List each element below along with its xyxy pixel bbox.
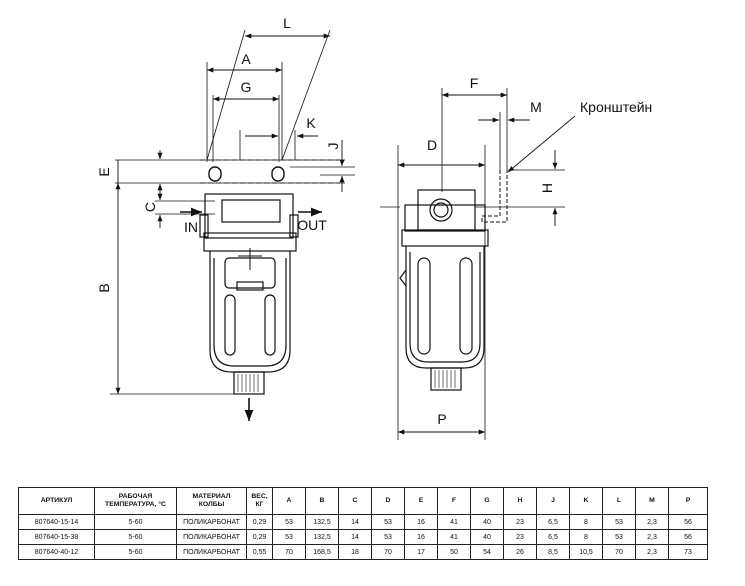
dim-label-a: A [241, 51, 251, 67]
table-cell: 16 [404, 529, 438, 545]
table-cell: 16 [404, 514, 438, 530]
dim-label-l: L [283, 15, 291, 31]
table-cell: 23 [503, 529, 537, 545]
table-cell: ПОЛИКАРБОНАТ [176, 544, 247, 560]
table-cell: 132,5 [305, 514, 339, 530]
table-cell: 5-60 [94, 544, 177, 560]
table-cell: 53 [602, 529, 636, 545]
col-header: МАТЕРИАЛ КОЛБЫ [176, 487, 247, 515]
dim-label-p: P [437, 411, 446, 427]
table-cell: 8,5 [536, 544, 570, 560]
table-cell: 56 [668, 529, 708, 545]
table-cell: 14 [338, 514, 372, 530]
col-header: P [668, 487, 708, 515]
table-cell: 132,5 [305, 529, 339, 545]
col-header: M [635, 487, 669, 515]
col-header: АРТИКУЛ [18, 487, 95, 515]
table-cell: 53 [602, 514, 636, 530]
table-cell: 8 [569, 529, 603, 545]
table-cell: 73 [668, 544, 708, 560]
col-header: E [404, 487, 438, 515]
table-cell: 53 [272, 514, 306, 530]
table-cell: 2,3 [635, 529, 669, 545]
table-cell: 18 [338, 544, 372, 560]
dim-label-f: F [470, 75, 479, 91]
table-cell: 50 [437, 544, 471, 560]
table-cell: 807640-15-38 [18, 529, 95, 545]
table-cell: 70 [272, 544, 306, 560]
table-cell: 56 [668, 514, 708, 530]
dim-label-d: D [427, 137, 437, 153]
table-cell: 40 [470, 529, 504, 545]
front-view [110, 29, 355, 421]
dim-label-j: J [325, 143, 341, 150]
table-cell: ПОЛИКАРБОНАТ [176, 529, 247, 545]
table-cell: ПОЛИКАРБОНАТ [176, 514, 247, 530]
table-cell: 17 [404, 544, 438, 560]
table-cell: 54 [470, 544, 504, 560]
table-cell: 5-60 [94, 529, 177, 545]
table-header-row: АРТИКУЛ РАБОЧАЯ ТЕМПЕРАТУРА, °С МАТЕРИАЛ… [18, 487, 708, 515]
dim-label-c: C [142, 202, 158, 212]
col-header: ВЕС, КГ [246, 487, 273, 515]
col-header: G [470, 487, 504, 515]
dim-label-g: G [241, 79, 252, 95]
table-cell: 40 [470, 514, 504, 530]
table-cell: 41 [437, 514, 471, 530]
table-cell: 2,3 [635, 544, 669, 560]
table-cell: 70 [602, 544, 636, 560]
table-cell: 6,5 [536, 529, 570, 545]
dim-label-e: E [96, 167, 112, 176]
col-header: F [437, 487, 471, 515]
col-header: J [536, 487, 570, 515]
table-cell: 70 [371, 544, 405, 560]
col-header: A [272, 487, 306, 515]
col-header: D [371, 487, 405, 515]
col-header: C [338, 487, 372, 515]
table-cell: 6,5 [536, 514, 570, 530]
table-cell: 807640-40-12 [18, 544, 95, 560]
col-header: РАБОЧАЯ ТЕМПЕРАТУРА, °С [94, 487, 177, 515]
col-header: K [569, 487, 603, 515]
col-header: H [503, 487, 537, 515]
spec-table: АРТИКУЛ РАБОЧАЯ ТЕМПЕРАТУРА, °С МАТЕРИАЛ… [18, 487, 708, 560]
table-cell: 53 [371, 514, 405, 530]
dim-label-k: K [306, 115, 316, 131]
table-cell: 10,5 [569, 544, 603, 560]
outlet-label: OUT [297, 217, 327, 233]
table-cell: 41 [437, 529, 471, 545]
col-header: L [602, 487, 636, 515]
table-cell: 23 [503, 514, 537, 530]
table-cell: 2,3 [635, 514, 669, 530]
technical-drawing: L A G K J E C B IN OUT [96, 15, 652, 440]
table-cell: 807640-15-14 [18, 514, 95, 530]
table-cell: 14 [338, 529, 372, 545]
table-cell: 8 [569, 514, 603, 530]
table-cell: 53 [371, 529, 405, 545]
col-header: B [305, 487, 339, 515]
table-cell: 0,29 [246, 529, 273, 545]
table-cell: 5-60 [94, 514, 177, 530]
dim-label-h: H [539, 183, 555, 193]
table-cell: 26 [503, 544, 537, 560]
side-view [380, 88, 576, 440]
inlet-label: IN [184, 219, 198, 235]
bracket-label: Кронштейн [580, 99, 652, 115]
table-cell: 0,29 [246, 514, 273, 530]
table-cell: 53 [272, 529, 306, 545]
dim-label-m: M [530, 99, 542, 115]
table-cell: 0,55 [246, 544, 273, 560]
table-cell: 168,5 [305, 544, 339, 560]
dim-label-b: B [96, 283, 112, 292]
